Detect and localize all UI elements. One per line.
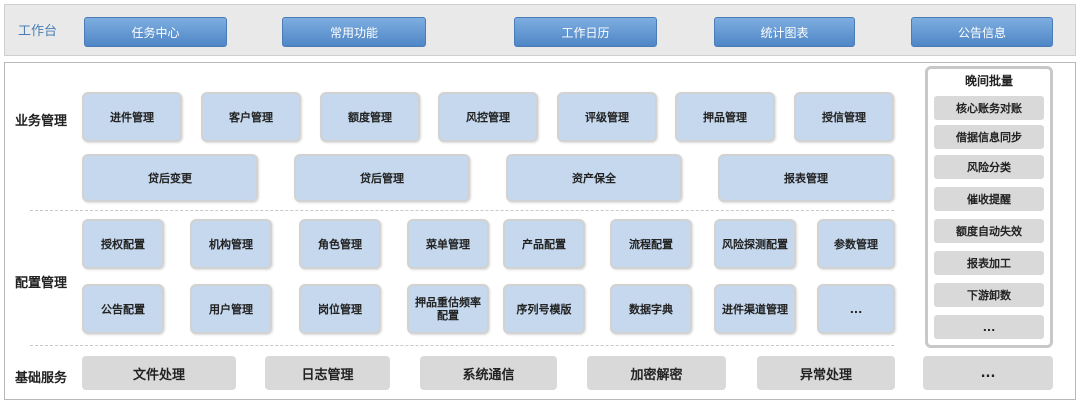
module-more-config[interactable]: ... [817,284,895,334]
task-center-button[interactable]: 任务中心 [84,17,227,47]
batch-risk-classification[interactable]: 风险分类 [934,155,1044,179]
announcement-button[interactable]: 公告信息 [911,17,1053,47]
batch-report-processing[interactable]: 报表加工 [934,251,1044,275]
module-announcement-config[interactable]: 公告配置 [82,284,164,334]
module-authorization-config[interactable]: 授权配置 [82,219,164,269]
module-asset-preservation[interactable]: 资产保全 [506,154,682,202]
module-customer-management[interactable]: 客户管理 [201,92,301,142]
config-section-title: 配置管理 [15,276,68,291]
base-encryption-decryption[interactable]: 加密解密 [587,356,726,390]
module-risk-detection-config[interactable]: 风险探测配置 [714,219,796,269]
module-post-loan-management[interactable]: 贷后管理 [294,154,470,202]
base-section-title: 基础服务 [15,371,68,386]
common-functions-button[interactable]: 常用功能 [282,17,426,47]
module-rating-management[interactable]: 评级管理 [557,92,657,142]
base-more[interactable]: ... [923,356,1053,390]
module-intake-management[interactable]: 进件管理 [82,92,182,142]
batch-loan-info-sync[interactable]: 借据信息同步 [934,125,1044,149]
night-batch-title: 晚间批量 [964,74,1013,88]
batch-downstream-unload[interactable]: 下游卸数 [934,283,1044,307]
base-file-processing[interactable]: 文件处理 [82,356,236,390]
base-system-communication[interactable]: 系统通信 [420,356,557,390]
batch-core-reconciliation[interactable]: 核心账务对账 [934,96,1044,120]
business-section-title: 业务管理 [15,114,68,129]
module-post-loan-change[interactable]: 贷后变更 [82,154,258,202]
module-collateral-revaluation-config[interactable]: 押品重估频率配置 [407,284,489,334]
module-report-management[interactable]: 报表管理 [718,154,894,202]
module-collateral-management[interactable]: 押品管理 [675,92,775,142]
batch-limit-auto-expire[interactable]: 额度自动失效 [934,219,1044,243]
work-calendar-button[interactable]: 工作日历 [514,17,657,47]
module-role-management[interactable]: 角色管理 [299,219,381,269]
module-data-dictionary[interactable]: 数据字典 [610,284,692,334]
section-divider [30,345,894,346]
module-product-config[interactable]: 产品配置 [503,219,585,269]
batch-more[interactable]: ... [934,315,1044,339]
base-exception-handling[interactable]: 异常处理 [757,356,895,390]
statistics-chart-button[interactable]: 统计图表 [714,17,855,47]
section-divider [30,210,894,211]
module-intake-channel-management[interactable]: 进件渠道管理 [714,284,796,334]
module-organization-management[interactable]: 机构管理 [190,219,272,269]
module-credit-limit-management[interactable]: 额度管理 [320,92,420,142]
module-position-management[interactable]: 岗位管理 [299,284,381,334]
module-credit-granting-management[interactable]: 授信管理 [794,92,894,142]
workbench-title: 工作台 [18,24,58,39]
module-workflow-config[interactable]: 流程配置 [610,219,692,269]
module-menu-management[interactable]: 菜单管理 [407,219,489,269]
module-serial-template[interactable]: 序列号模版 [503,284,585,334]
batch-collection-reminder[interactable]: 催收提醒 [934,187,1044,211]
module-risk-control-management[interactable]: 风控管理 [438,92,538,142]
module-parameter-management[interactable]: 参数管理 [817,219,895,269]
module-user-management[interactable]: 用户管理 [190,284,272,334]
base-log-management[interactable]: 日志管理 [265,356,390,390]
